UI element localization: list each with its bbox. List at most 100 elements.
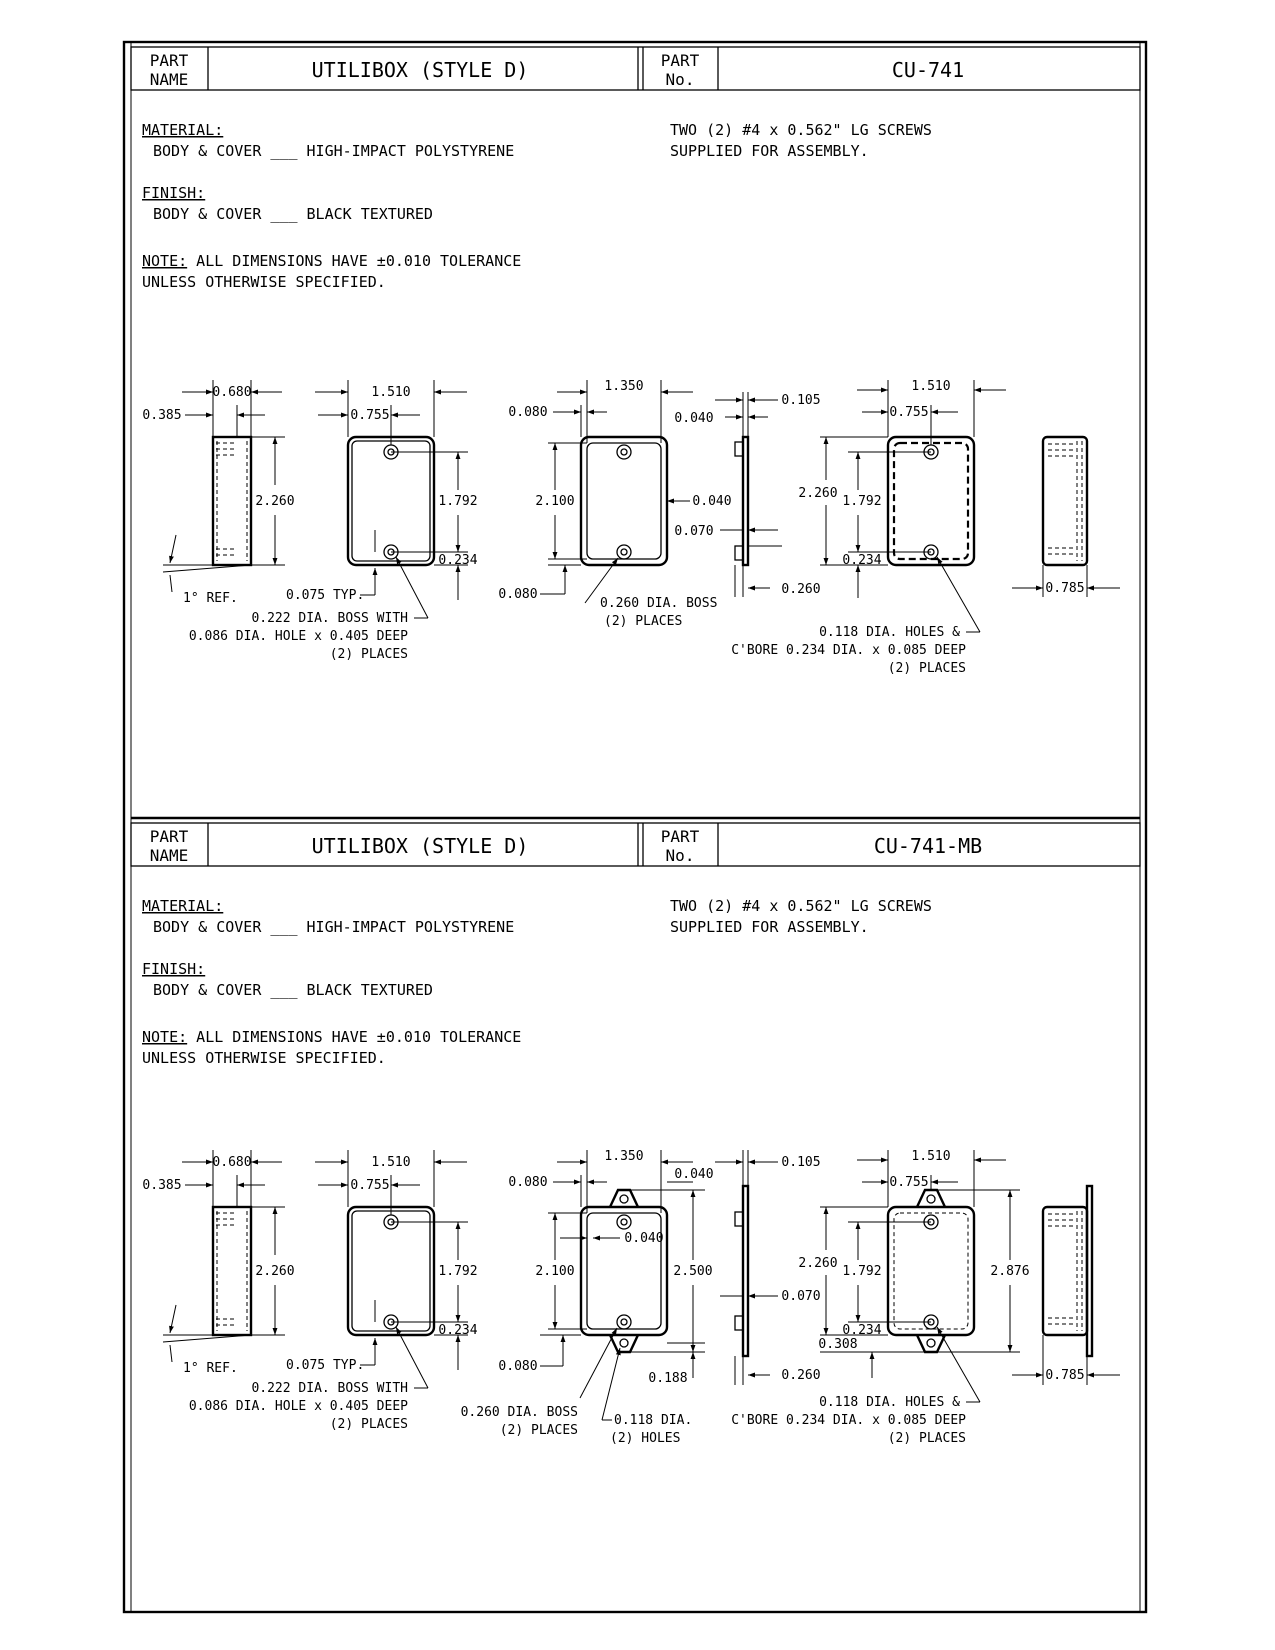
- cover-tab-bottom: [608, 1334, 640, 1354]
- body-side-outline: [211, 435, 253, 567]
- part-no-label: No.: [666, 70, 695, 89]
- asm-tab-top: [915, 1188, 947, 1208]
- dim-cs-lip: 0.040: [674, 411, 713, 426]
- dim-asm-half: 0.755: [889, 405, 928, 420]
- dim-cs-inset: 0.070: [781, 1289, 820, 1304]
- finish-value: BODY & COVER ___ BLACK TEXTURED: [153, 981, 433, 999]
- tolerance-note-2: UNLESS OTHERWISE SPECIFIED.: [142, 1049, 386, 1067]
- dim-cover-edge: 0.080: [508, 405, 547, 420]
- dim-cover-height: 2.100: [535, 1264, 574, 1279]
- leader: [395, 1326, 429, 1389]
- section-2: PART NAME UTILIBOX (STYLE D) PART No. CU…: [130, 822, 1141, 1446]
- part-name: UTILIBOX (STYLE D): [312, 834, 529, 858]
- leader: [579, 1327, 618, 1399]
- cover-boss-note: 0.260 DIA. BOSS: [600, 596, 717, 611]
- dim-ref-angle: 1° REF.: [183, 1361, 238, 1376]
- dim-cover-rim: 0.040: [692, 494, 731, 509]
- body-outline: [346, 1205, 436, 1337]
- body-side-view: 0.680 0.385 2.260 1° REF.: [142, 1150, 295, 1376]
- cover-boss: [616, 444, 632, 460]
- boss-note: 0.086 DIA. HOLE x 0.405 DEEP: [189, 629, 408, 644]
- asm-outline: [886, 1205, 976, 1337]
- dim-cover-lip: 0.040: [674, 1167, 713, 1182]
- title-block: PART NAME UTILIBOX (STYLE D) PART No. CU…: [130, 46, 1141, 91]
- notes-block: MATERIAL: BODY & COVER ___ HIGH-IMPACT P…: [142, 121, 932, 291]
- part-name-label: PART: [150, 51, 189, 70]
- cover-tab-top: [608, 1188, 640, 1208]
- part-no-label: PART: [661, 827, 700, 846]
- note-text: ALL DIMENSIONS HAVE ±0.010 TOLERANCE: [187, 252, 521, 270]
- cover-section-boss: [734, 1211, 744, 1227]
- end-view: 0.785: [1012, 435, 1120, 597]
- material-label: MATERIAL:: [142, 897, 223, 915]
- part-number: CU-741-MB: [874, 834, 982, 858]
- asm-hole-note: 0.118 DIA. HOLES &: [819, 625, 960, 640]
- dim-wall: 0.075 TYP.: [286, 1358, 364, 1373]
- cover-outline: [579, 1205, 669, 1337]
- body-side-outline: [211, 1205, 253, 1337]
- dim-cover-tab: 0.188: [648, 1371, 687, 1386]
- tolerance-note-2: UNLESS OTHERWISE SPECIFIED.: [142, 273, 386, 291]
- tab-hole: [619, 1194, 629, 1204]
- note-label: NOTE:: [142, 1028, 187, 1046]
- sheet-border: [122, 40, 1148, 1614]
- dim-side-height: 2.260: [255, 494, 294, 509]
- ref-leader: [169, 534, 177, 564]
- dim-cover-overall: 2.500: [673, 1264, 712, 1279]
- asm-tab-hole: [926, 1194, 936, 1204]
- asm-hidden-cover: [893, 1212, 969, 1330]
- dim-ref-angle: 1° REF.: [183, 591, 238, 606]
- ref-leader: [169, 574, 173, 593]
- dim-body-half: 0.755: [350, 408, 389, 423]
- cover-hole-note: 0.118 DIA.: [614, 1413, 692, 1428]
- title-block: PART NAME UTILIBOX (STYLE D) PART No. CU…: [130, 822, 1141, 867]
- leader: [584, 557, 619, 604]
- cover-boss: [616, 1314, 632, 1330]
- tab-hole: [619, 1338, 629, 1348]
- part-name-label: NAME: [150, 846, 189, 865]
- dim-asm-height: 2.260: [798, 1256, 837, 1271]
- dim-asm-spacing: 1.792: [842, 1264, 881, 1279]
- cover-boss-hole: [620, 548, 628, 556]
- boss-note: 0.086 DIA. HOLE x 0.405 DEEP: [189, 1399, 408, 1414]
- part-no-label: No.: [666, 846, 695, 865]
- dim-cs-inset: 0.070: [674, 524, 713, 539]
- body-front-view: 1.510 0.755 1.792 0.234 0.075 TYP. 0.222…: [189, 380, 478, 662]
- cover-section-view: 0.105 0.040 0.070 0.260: [674, 392, 821, 597]
- note-label: NOTE:: [142, 252, 187, 270]
- asm-tab-bottom: [915, 1334, 947, 1354]
- note-text: ALL DIMENSIONS HAVE ±0.010 TOLERANCE: [187, 1028, 521, 1046]
- cover-boss: [616, 544, 632, 560]
- dim-boss-spacing: 1.792: [438, 494, 477, 509]
- dim-asm-edge: 0.234: [842, 553, 881, 568]
- body-outline: [346, 435, 436, 567]
- dim-asm-overall: 2.876: [990, 1264, 1029, 1279]
- dim-side-height: 2.260: [255, 1264, 294, 1279]
- cover-hole-note: (2) HOLES: [610, 1431, 680, 1446]
- end-boss: [1048, 443, 1076, 555]
- dim-cover-bottom: 0.080: [498, 1359, 537, 1374]
- dim-asm-tab: 0.308: [818, 1337, 857, 1352]
- cover-boss-note: (2) PLACES: [604, 614, 682, 629]
- boss-note: (2) PLACES: [330, 647, 408, 662]
- cover-front-view: 1.350 0.080 0.040 2.100 0.040 2.500 0.08…: [461, 1149, 714, 1446]
- cover-boss-hole: [620, 1218, 628, 1226]
- asm-hole-note: C'BORE 0.234 DIA. x 0.085 DEEP: [731, 1413, 966, 1428]
- dim-cs-boss: 0.260: [781, 582, 820, 597]
- dim-end-depth: 0.785: [1045, 581, 1084, 596]
- material-label: MATERIAL:: [142, 121, 223, 139]
- cover-section-view: 0.105 0.070 0.260: [715, 1150, 821, 1385]
- cover-boss-note: (2) PLACES: [500, 1423, 578, 1438]
- dim-asm-width: 1.510: [911, 1149, 950, 1164]
- section-1: PART NAME UTILIBOX (STYLE D) PART No. CU…: [130, 46, 1141, 676]
- dim-cover-bottom: 0.080: [498, 587, 537, 602]
- screws-note-2: SUPPLIED FOR ASSEMBLY.: [670, 918, 869, 936]
- asm-hidden-cover: [892, 441, 970, 561]
- title-block-frame: [130, 46, 1141, 91]
- tolerance-note: NOTE: ALL DIMENSIONS HAVE ±0.010 TOLERAN…: [142, 252, 521, 270]
- dim-cover-width: 1.350: [604, 379, 643, 394]
- dim-cover-width: 1.350: [604, 1149, 643, 1164]
- leader: [601, 1347, 621, 1421]
- body-side-view: 0.680 0.385 2.260 1° REF.: [142, 380, 295, 606]
- dim-side-offset: 0.385: [142, 408, 181, 423]
